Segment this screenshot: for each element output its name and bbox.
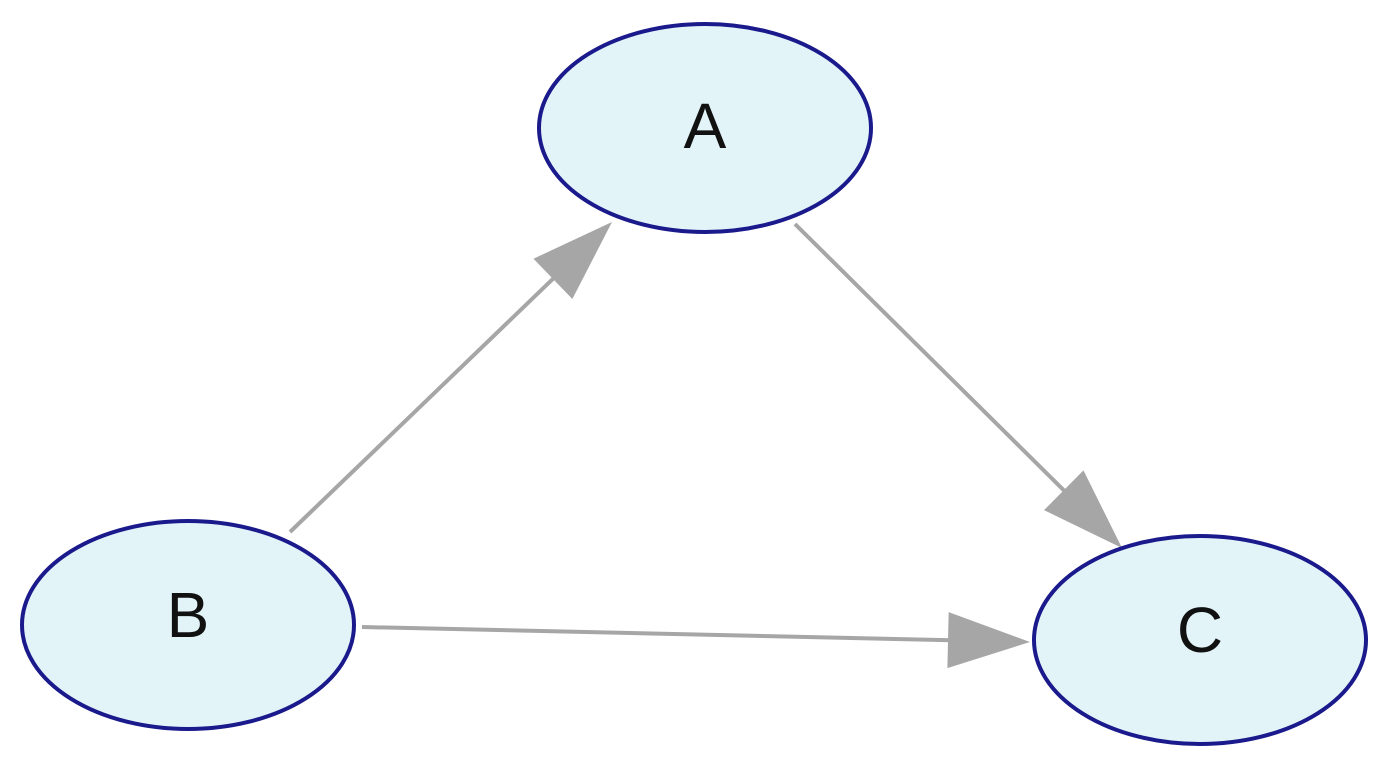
edge-line (361, 625, 953, 643)
arrowhead-icon (533, 222, 612, 300)
node-a[interactable]: A (537, 22, 873, 234)
node-c-label: C (1177, 594, 1223, 666)
node-c-shape (1032, 534, 1368, 746)
edge-line (793, 222, 1068, 495)
edge-a-to-c[interactable] (793, 222, 1122, 548)
node-b-label: B (167, 579, 210, 651)
edge-b-to-c[interactable] (361, 612, 1030, 669)
node-b[interactable]: B (20, 519, 356, 731)
node-a-shape (537, 22, 873, 234)
nodes-layer: A B C (20, 22, 1368, 746)
edge-b-to-a[interactable] (288, 222, 612, 534)
node-a-label: A (684, 90, 727, 162)
node-b-shape (20, 519, 356, 731)
node-c[interactable]: C (1032, 534, 1368, 746)
arrowhead-icon (947, 612, 1030, 669)
arrowhead-icon (1044, 470, 1122, 548)
edge-line (288, 274, 558, 534)
edges-layer (288, 222, 1122, 669)
